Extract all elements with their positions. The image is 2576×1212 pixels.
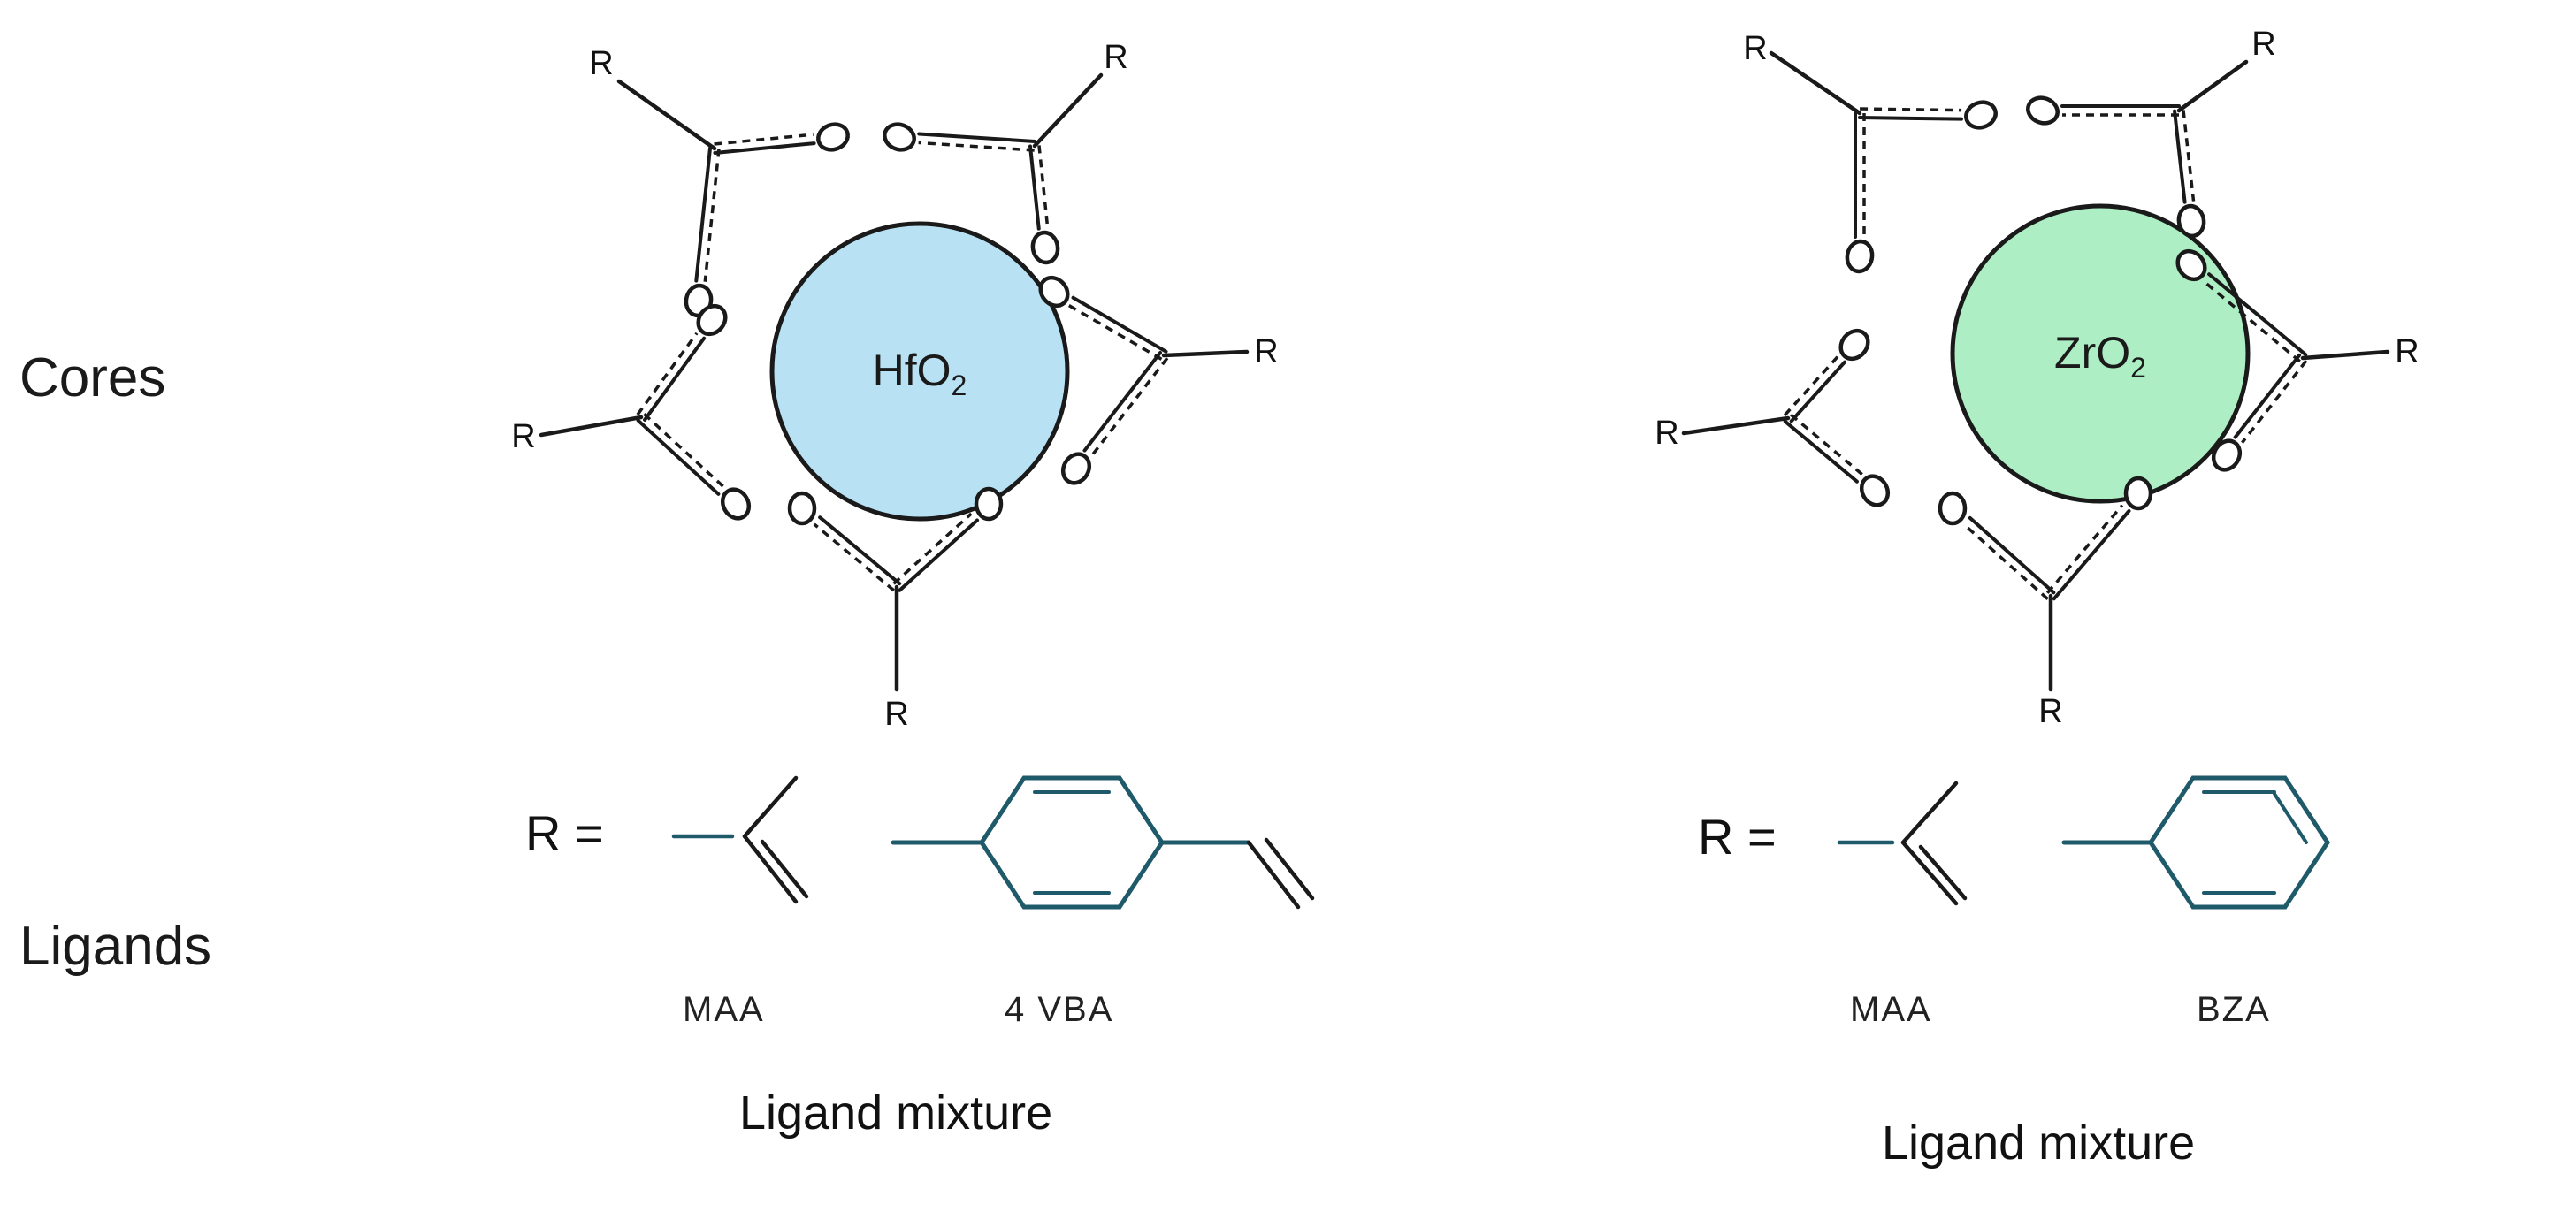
r-equals-right: R = <box>1698 809 1777 865</box>
r-group-label: R <box>589 45 613 82</box>
r-bond <box>616 79 717 151</box>
bond-dashed <box>1090 356 1169 457</box>
row-label-cores: Cores <box>19 347 166 408</box>
r-bond <box>1681 415 1791 436</box>
ligand-label-4vba: 4 VBA <box>1005 990 1114 1029</box>
bond-dashed <box>918 141 1035 152</box>
bond-solid <box>898 518 980 592</box>
oxygen-atom <box>720 487 752 521</box>
r-bond <box>1769 50 1862 116</box>
bond-dashed <box>643 413 726 489</box>
caption-ligand-mixture-right: Ligand mixture <box>1882 1117 2196 1170</box>
r-group-label: R <box>884 696 908 733</box>
bond-solid <box>643 336 707 422</box>
oxygen-atom <box>1060 452 1092 485</box>
bond-solid <box>2173 109 2187 204</box>
r-bond <box>539 415 644 438</box>
r-bond <box>1161 349 1250 358</box>
bond-dashed <box>1790 413 1864 476</box>
r-group-label: R <box>2251 26 2275 63</box>
ligand-label-maa-right: MAA <box>1850 990 1932 1029</box>
oxygen-atom <box>787 491 817 526</box>
bond-solid <box>2207 272 2308 357</box>
r-bond <box>1032 72 1104 149</box>
bond-solid <box>1857 115 1963 121</box>
core-circle-hfo2 <box>769 221 1070 522</box>
core-label-hfo2: HfO2 <box>831 345 1008 402</box>
structure-bza <box>2061 775 2330 910</box>
r-group-label: R <box>2038 693 2062 730</box>
oxygen-atom <box>974 486 1004 522</box>
caption-ligand-mixture-left: Ligand mixture <box>739 1086 1053 1140</box>
bond-solid <box>1789 360 1846 423</box>
oxygen-atom <box>1964 100 1998 130</box>
oxygen-atom <box>1030 230 1060 265</box>
oxygen-atom <box>1938 491 1968 526</box>
oxygen-atom <box>1859 474 1891 507</box>
bond-solid <box>2233 353 2302 439</box>
bond-dashed <box>1962 523 2049 601</box>
core-label-zro2: ZrO2 <box>2012 327 2189 385</box>
oxygen-atom <box>2175 248 2207 282</box>
oxygen-atom <box>816 122 850 152</box>
bond-solid <box>1082 350 1163 453</box>
r-group-label: R <box>511 418 535 455</box>
bond-solid <box>1071 295 1168 354</box>
oxygen-atom <box>1838 328 1870 362</box>
structure-maa-left <box>671 775 809 904</box>
r-bond <box>2300 349 2390 361</box>
ligand-label-bza: BZA <box>2197 990 2271 1029</box>
oxygen-atom <box>2211 438 2243 472</box>
core-circle-zro2 <box>1950 203 2251 504</box>
bond-solid <box>694 146 713 283</box>
r-group-label: R <box>1655 415 1678 452</box>
oxygen-atom <box>1845 239 1875 274</box>
bond-solid <box>1783 419 1859 484</box>
core-formula: ZrO <box>2054 328 2131 377</box>
structure-maa-right <box>1837 781 1968 906</box>
oxygen-atom <box>883 122 916 152</box>
bond-dashed <box>813 522 895 592</box>
bond-solid <box>1028 144 1041 231</box>
bond-dashed <box>636 332 699 416</box>
bond-solid <box>917 132 1037 144</box>
r-group-label: R <box>1743 30 1767 67</box>
r-group-label: R <box>2395 333 2419 370</box>
r-group-label: R <box>1104 39 1127 76</box>
bond-dashed <box>2241 360 2308 444</box>
r-group-label: R <box>1254 333 1278 370</box>
r-equals-left: R = <box>525 805 604 861</box>
bond-solid <box>818 515 902 586</box>
carboxylate-groups-zro2: R R R R R <box>1655 26 2419 730</box>
row-label-ligands: Ligands <box>19 916 212 977</box>
bond-solid <box>1968 515 2056 595</box>
bond-solid <box>713 141 816 155</box>
bond-solid <box>636 418 721 496</box>
structure-4vba <box>891 775 1315 910</box>
oxygen-atom <box>696 303 728 337</box>
core-formula-subscript: 2 <box>951 370 967 401</box>
oxygen-atom <box>2123 476 2153 511</box>
oxygen-atom <box>2026 95 2060 126</box>
bond-solid <box>2052 508 2131 601</box>
oxygen-atom <box>2176 203 2206 239</box>
bond-dashed <box>1037 145 1050 228</box>
bond-dashed <box>2202 279 2301 363</box>
bond-dashed <box>1067 303 1163 361</box>
carboxylate-groups-hfo2: R R R R R <box>511 39 1278 733</box>
ligand-label-maa-left: MAA <box>683 990 765 1029</box>
oxygen-atom <box>1038 275 1070 309</box>
bond-dashed <box>2182 110 2196 202</box>
bond-dashed <box>1860 107 1962 112</box>
r-bond <box>2176 59 2249 113</box>
bond-dashed <box>1783 354 1839 416</box>
core-formula-subscript: 2 <box>2130 352 2146 384</box>
bond-dashed <box>714 133 814 146</box>
bond-dashed <box>2045 504 2124 594</box>
bond-dashed <box>892 512 973 585</box>
core-formula: HfO <box>872 346 952 395</box>
